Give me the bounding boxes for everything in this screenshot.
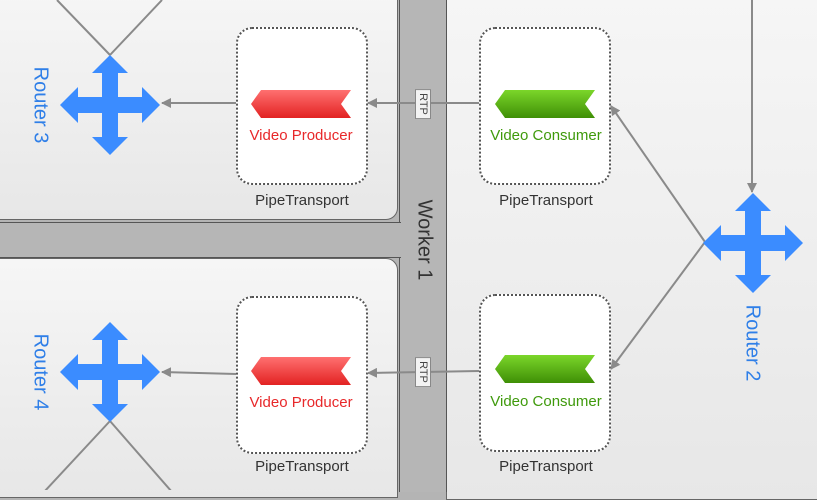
router-3-link-left bbox=[56, 0, 111, 56]
pipe-transport-label: PipeTransport bbox=[499, 192, 593, 209]
rtp-label-top: RTP bbox=[415, 89, 431, 119]
router-move-icon[interactable] bbox=[703, 193, 803, 293]
worker-strip-vertical bbox=[399, 0, 447, 492]
video-consumer-label: Video Consumer bbox=[490, 393, 602, 410]
producer-chevron-icon[interactable] bbox=[251, 357, 351, 385]
router-4-link-right bbox=[109, 420, 172, 490]
consumer-chevron-icon[interactable] bbox=[495, 90, 595, 118]
video-producer-label: Video Producer bbox=[249, 394, 353, 411]
rtp-label-bottom: RTP bbox=[415, 357, 431, 387]
worker-strip-horizontal bbox=[0, 222, 401, 258]
pipe-transport-label: PipeTransport bbox=[255, 192, 349, 209]
consumer-chevron-icon[interactable] bbox=[495, 355, 595, 383]
producer-chevron-icon[interactable] bbox=[251, 90, 351, 118]
video-consumer-label: Video Consumer bbox=[490, 127, 602, 144]
router-4-link-left bbox=[44, 420, 111, 490]
router-2-to-consumer-top-arrow bbox=[610, 105, 706, 243]
router-move-icon[interactable] bbox=[60, 55, 160, 155]
router-move-icon[interactable] bbox=[60, 322, 160, 422]
producer-to-router-4-arrow bbox=[161, 367, 237, 378]
router-3-label: Router 3 bbox=[29, 66, 52, 144]
router-3-link-right bbox=[109, 0, 163, 56]
router-2-to-consumer-bottom-arrow bbox=[610, 241, 706, 370]
router-4-label: Router 4 bbox=[29, 333, 52, 411]
video-producer-label: Video Producer bbox=[249, 127, 353, 144]
pipe-transport-label: PipeTransport bbox=[499, 458, 593, 475]
router-2-label: Router 2 bbox=[741, 304, 764, 382]
pipe-transport-label: PipeTransport bbox=[255, 458, 349, 475]
